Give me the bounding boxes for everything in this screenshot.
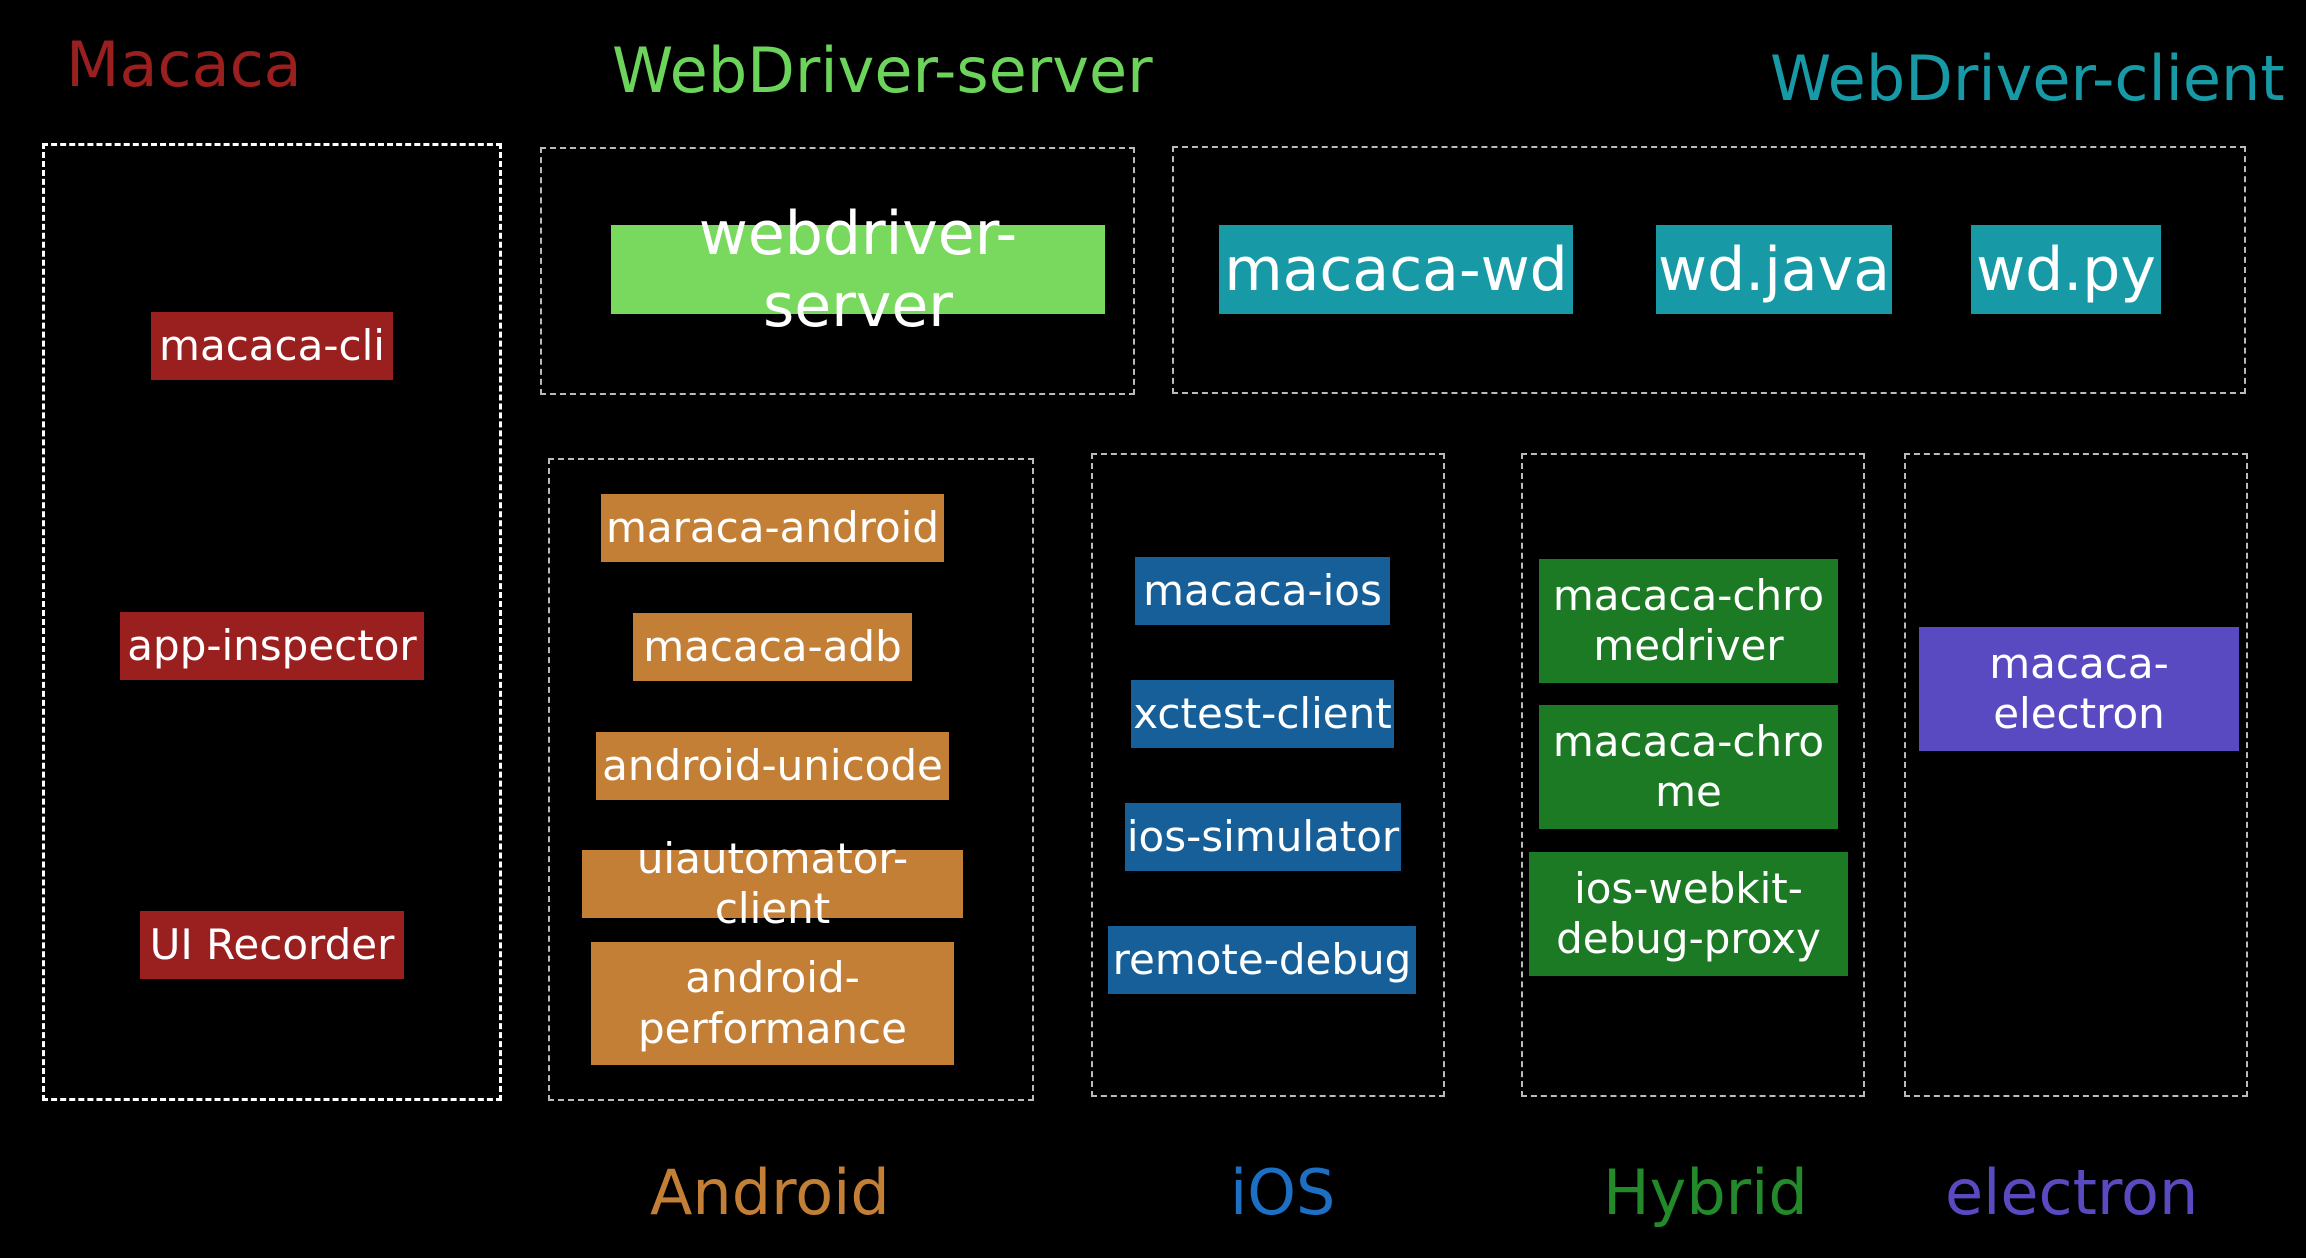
- macaca-chromedriver-label-line1: macaca-chro: [1552, 570, 1825, 620]
- macaca-chrome-label-line2: me: [1655, 767, 1722, 816]
- ios-simulator-label: ios-simulator: [1126, 811, 1400, 861]
- android-unicode-box: android-unicode: [596, 732, 949, 800]
- electron-heading: electron: [1945, 1156, 2199, 1229]
- macaca-chromedriver-box: macaca-chro medriver: [1539, 559, 1838, 683]
- xctest-client-label: xctest-client: [1133, 688, 1392, 738]
- android-performance-box: android- performance: [591, 942, 954, 1065]
- macaca-chrome-label-line1: macaca-chro: [1552, 716, 1825, 766]
- macaca-electron-label-line1: macaca-: [1989, 638, 2169, 688]
- macaca-ios-label: macaca-ios: [1143, 565, 1382, 615]
- macaca-cli-box: macaca-cli: [151, 312, 393, 380]
- app-inspector-label: app-inspector: [127, 620, 417, 670]
- ios-frame: [1091, 453, 1445, 1097]
- ui-recorder-label: UI Recorder: [149, 919, 395, 969]
- android-unicode-label: android-unicode: [602, 740, 943, 790]
- macaca-cli-label: macaca-cli: [159, 320, 385, 370]
- webdriver-server-frame: [540, 147, 1135, 395]
- macaca-chrome-box: macaca-chro me: [1539, 705, 1838, 829]
- webdriver-client-frame: [1172, 146, 2246, 394]
- macaca-adb-box: macaca-adb: [633, 613, 912, 681]
- android-performance-label-line1: android-: [685, 953, 860, 1003]
- remote-debug-label: remote-debug: [1112, 934, 1412, 984]
- macaca-wd-label: macaca-wd: [1224, 234, 1568, 305]
- wd-java-box: wd.java: [1656, 225, 1892, 314]
- wd-py-box: wd.py: [1971, 225, 2161, 314]
- macaca-chromedriver-label-line2: medriver: [1593, 621, 1784, 670]
- remote-debug-box: remote-debug: [1108, 926, 1416, 994]
- webdriver-server-box: webdriver-server: [611, 199, 1105, 341]
- maraca-android-label: maraca-android: [605, 502, 940, 552]
- android-heading: Android: [650, 1156, 890, 1229]
- hybrid-frame: [1521, 453, 1865, 1097]
- ios-heading: iOS: [1230, 1156, 1336, 1229]
- macaca-electron-box: macaca- electron: [1919, 627, 2239, 751]
- xctest-client-box: xctest-client: [1131, 680, 1394, 748]
- android-frame: [548, 458, 1034, 1101]
- ios-simulator-box: ios-simulator: [1125, 803, 1401, 871]
- uiautomator-client-box: uiautomator-client: [582, 834, 963, 933]
- wd-py-label: wd.py: [1976, 234, 2156, 305]
- app-inspector-box: app-inspector: [120, 612, 424, 680]
- wd-java-label: wd.java: [1658, 234, 1890, 305]
- macaca-electron-label-line2: electron: [1993, 689, 2165, 738]
- ios-webkit-debug-proxy-label-line1: ios-webkit-: [1574, 863, 1803, 913]
- macaca-ios-box: macaca-ios: [1135, 557, 1390, 625]
- uiautomator-client-label: uiautomator-client: [636, 833, 909, 933]
- android-performance-label-line2: performance: [638, 1003, 907, 1053]
- webdriver-client-heading: WebDriver-client: [1770, 42, 2285, 115]
- macaca-heading: Macaca: [66, 28, 302, 101]
- webdriver-server-heading: WebDriver-server: [612, 34, 1153, 107]
- ios-webkit-debug-proxy-label-line2: debug-proxy: [1556, 914, 1821, 963]
- macaca-group-frame: [42, 143, 502, 1101]
- electron-frame: [1904, 453, 2248, 1097]
- hybrid-heading: Hybrid: [1603, 1156, 1808, 1229]
- ui-recorder-box: UI Recorder: [140, 911, 404, 979]
- webdriver-server-label: webdriver-server: [698, 198, 1018, 341]
- macaca-adb-label: macaca-adb: [643, 621, 902, 671]
- maraca-android-box: maraca-android: [601, 494, 944, 562]
- ios-webkit-debug-proxy-box: ios-webkit- debug-proxy: [1529, 852, 1848, 976]
- macaca-wd-box: macaca-wd: [1219, 225, 1573, 314]
